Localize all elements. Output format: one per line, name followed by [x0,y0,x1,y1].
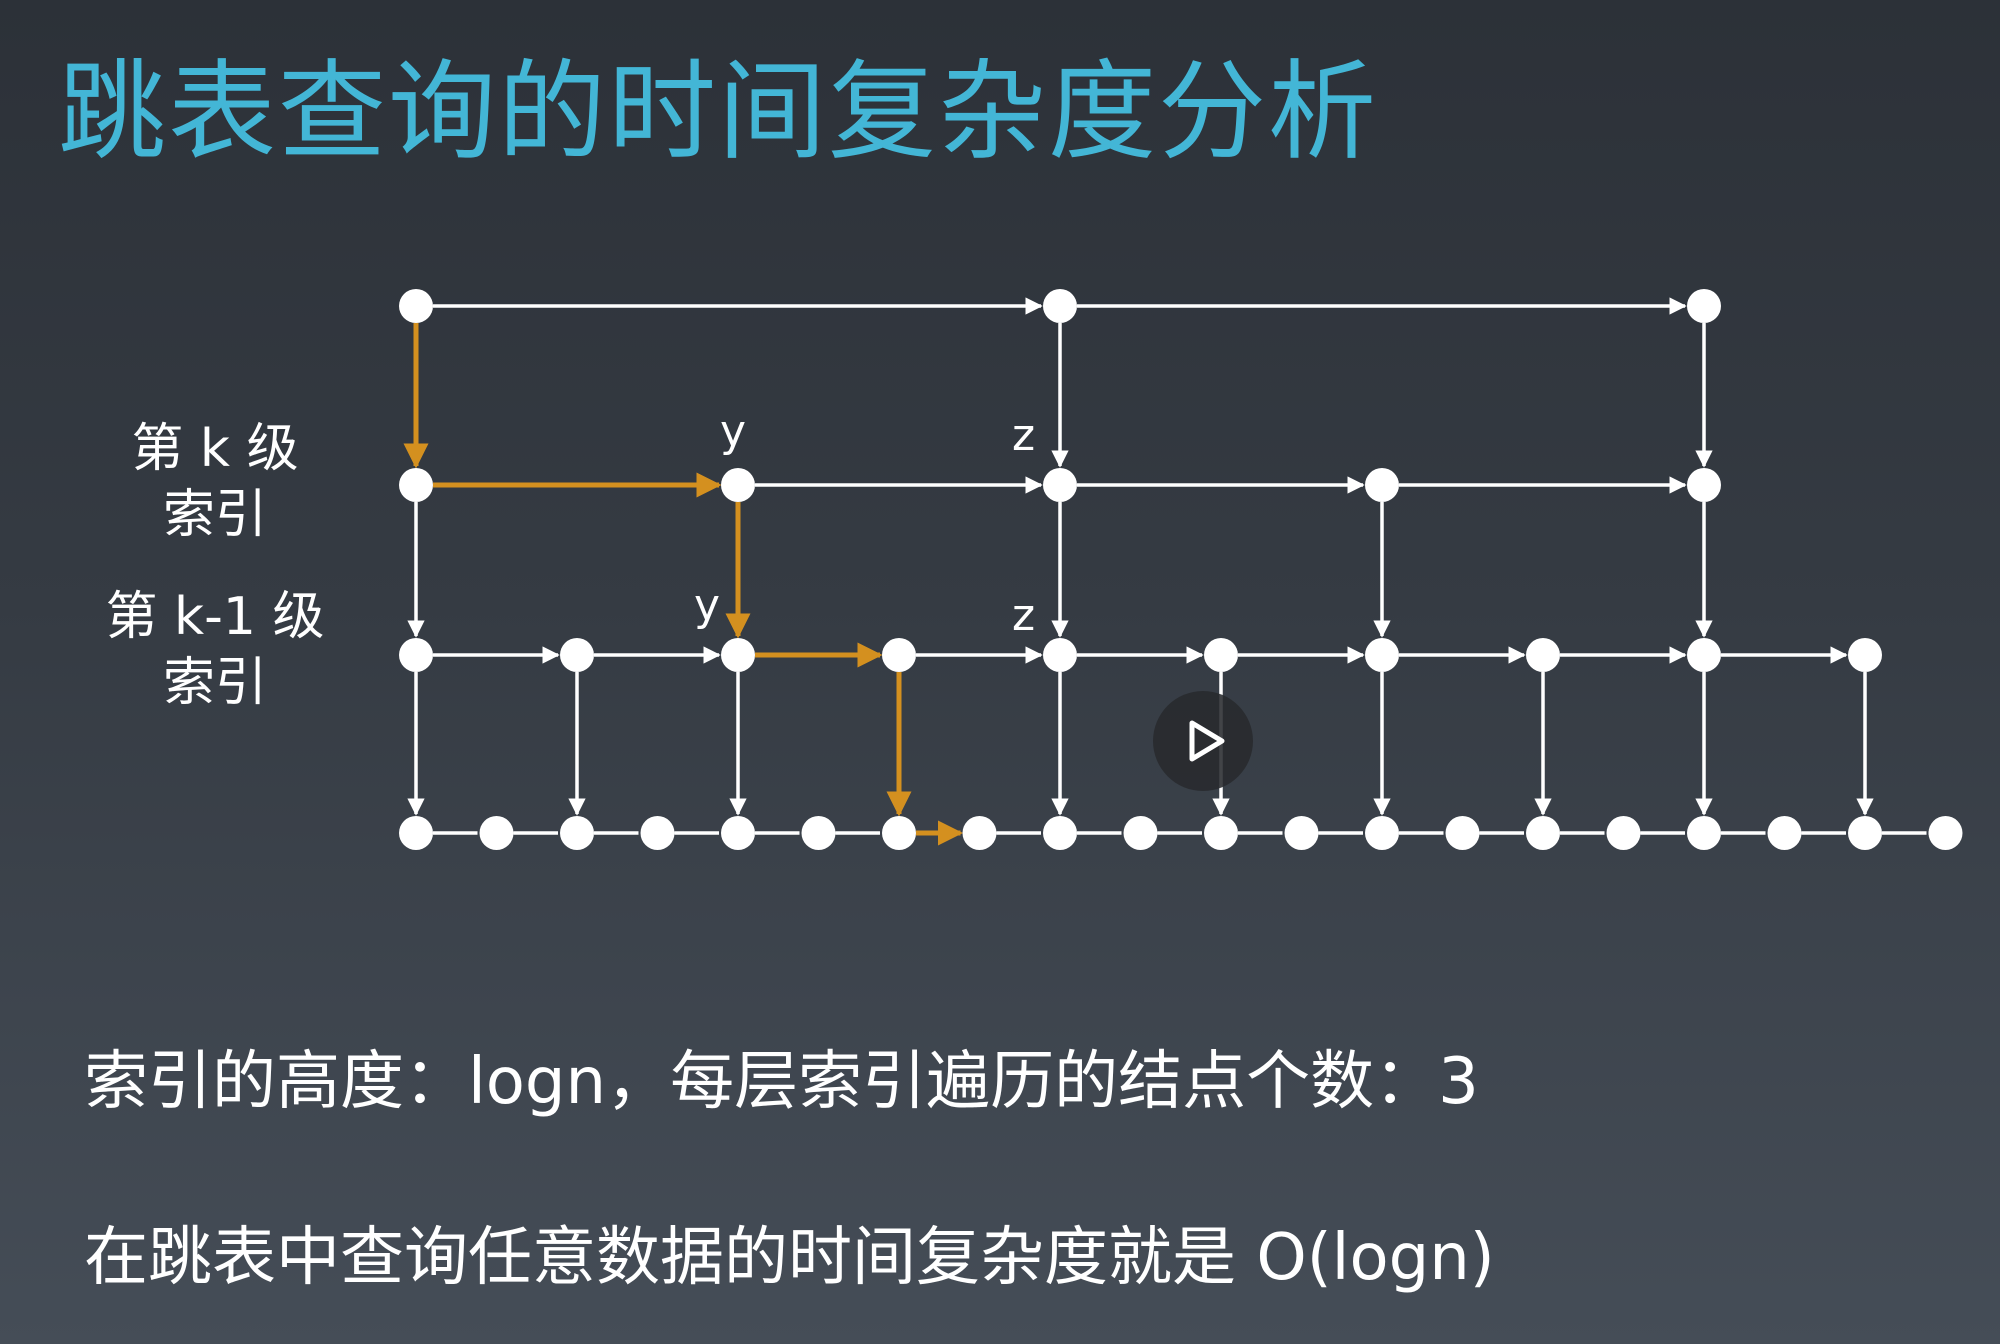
node-layer [399,289,1963,850]
node-level0-14 [1526,816,1560,850]
node-level2-4 [1687,468,1721,502]
node-level1-2 [721,638,755,672]
node-level1-1 [560,638,594,672]
node-level0-19 [1928,816,1963,850]
node-level1-4 [1043,638,1077,672]
node-level0-3 [640,816,675,850]
marker-z-lower: z [1012,590,1035,641]
level-k-label-line2: 索引 [162,485,267,545]
marker-y-upper: y [720,406,746,457]
node-level0-4 [721,816,755,850]
node-level2-0 [399,468,433,502]
node-level0-6 [882,816,916,850]
node-level0-10 [1204,816,1238,850]
node-level2-1 [721,468,755,502]
node-level0-11 [1284,816,1319,850]
node-level3-1 [1043,289,1077,323]
node-level0-9 [1123,816,1158,850]
node-level0-0 [399,816,433,850]
index-height-text: 索引的高度：logn，每层索引遍历的结点个数：3 [84,1045,1479,1119]
marker-z-upper: z [1012,410,1035,461]
node-level2-2 [1043,468,1077,502]
node-level2-3 [1365,468,1399,502]
node-level1-5 [1204,638,1238,672]
page-title: 跳表查询的时间复杂度分析 [58,50,1379,175]
node-level3-2 [1687,289,1721,323]
level-k-minus-1-label-line1: 第 k-1 级 [105,587,325,647]
node-level1-9 [1848,638,1882,672]
marker-y-lower: y [694,580,720,631]
level-k-minus-1-label: 第 k-1 级 索引 [100,584,330,716]
node-level0-2 [560,816,594,850]
video-play-button[interactable] [1153,691,1253,791]
node-level1-3 [882,638,916,672]
node-level0-13 [1445,816,1480,850]
node-level0-8 [1043,816,1077,850]
node-level0-5 [801,816,836,850]
node-level3-0 [399,289,433,323]
node-level0-1 [479,816,514,850]
node-level0-16 [1687,816,1721,850]
level-k-minus-1-label-line2: 索引 [162,653,267,713]
node-level0-15 [1606,816,1641,850]
complexity-conclusion-text: 在跳表中查询任意数据的时间复杂度就是 O(logn) [84,1221,1495,1295]
node-level0-12 [1365,816,1399,850]
node-level1-6 [1365,638,1399,672]
node-level0-18 [1848,816,1882,850]
node-level1-8 [1687,638,1721,672]
node-level0-17 [1767,816,1802,850]
query-path-layer [403,323,963,846]
node-level1-0 [399,638,433,672]
node-level0-7 [962,816,997,850]
node-level1-7 [1526,638,1560,672]
play-icon [1189,720,1225,762]
level-k-label-line1: 第 k 级 [131,419,299,479]
level-k-label: 第 k 级 索引 [112,416,318,548]
